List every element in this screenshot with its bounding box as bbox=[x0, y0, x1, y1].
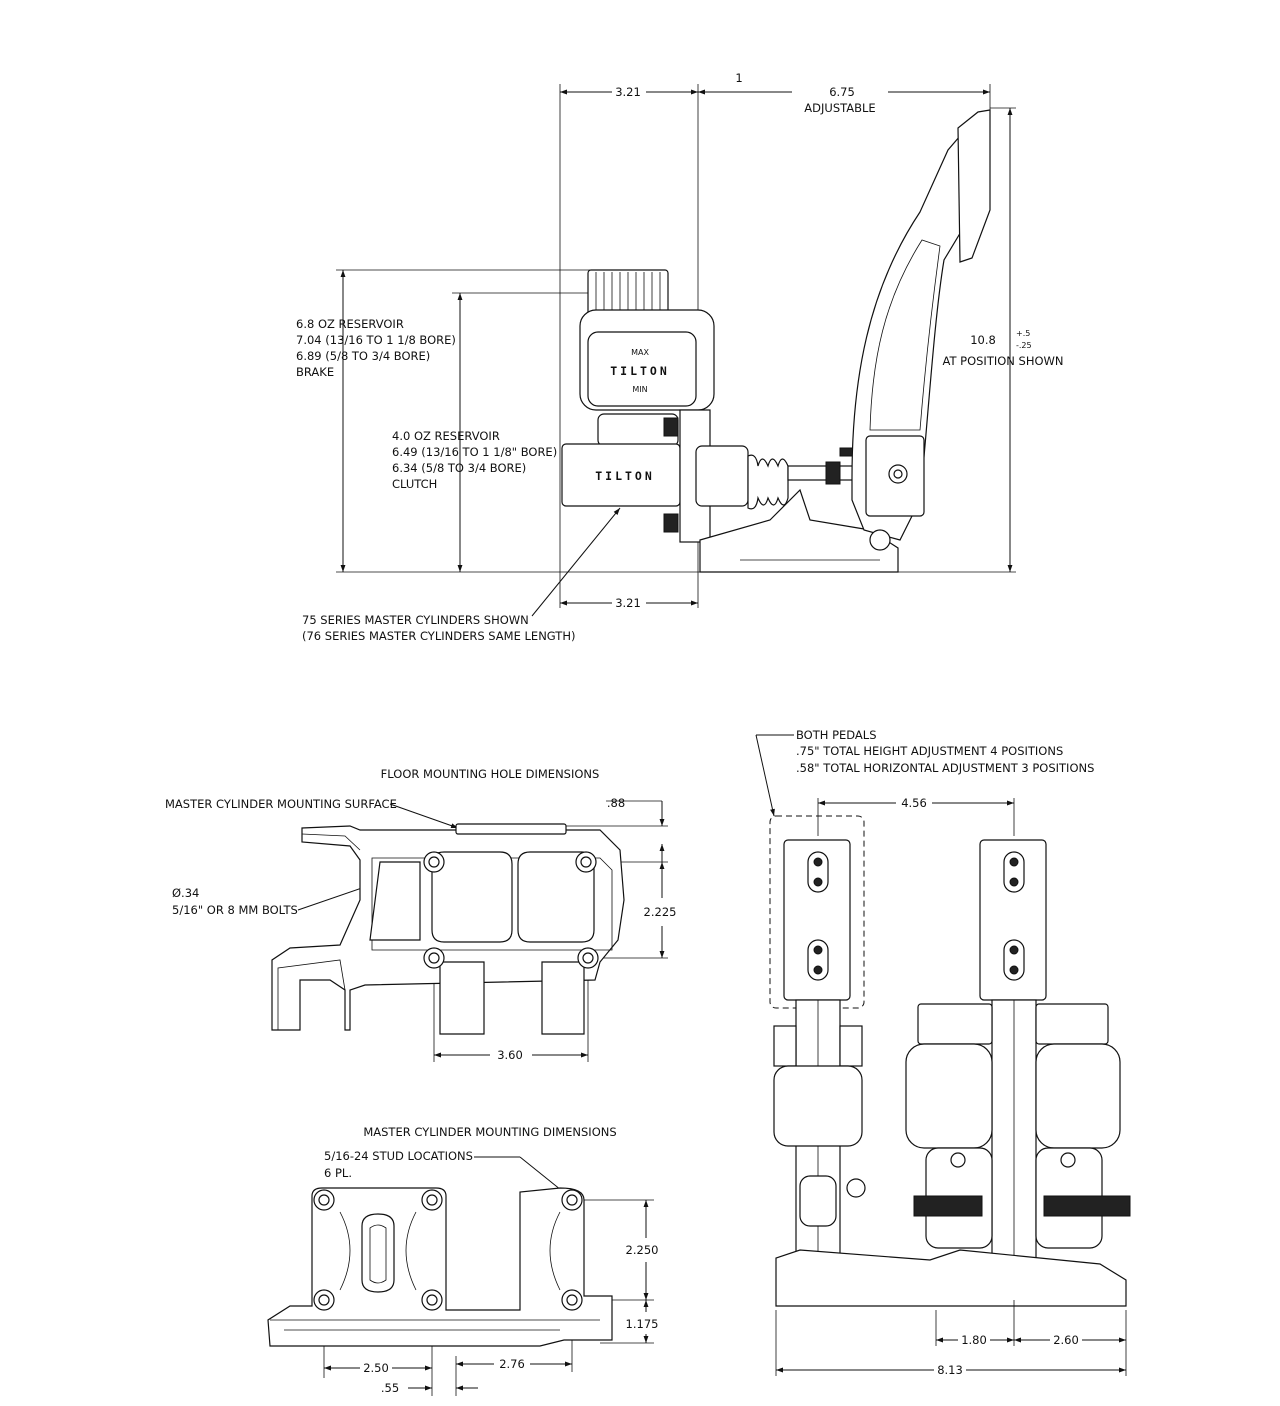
dim-260: 2.60 bbox=[1053, 1333, 1079, 1347]
floor-mounting-view: FLOOR MOUNTING HOLE DIMENSIONS MASTER CY… bbox=[165, 767, 676, 1062]
dim-813: 8.13 bbox=[937, 1363, 963, 1377]
svg-text:.58" TOTAL HORIZONTAL ADJUSTME: .58" TOTAL HORIZONTAL ADJUSTMENT 3 POSIT… bbox=[796, 761, 1094, 775]
dim-side-top-right: 6.75 bbox=[829, 85, 855, 99]
dim-55: .55 bbox=[381, 1381, 399, 1395]
dim-side-top-mid: 1 bbox=[735, 71, 742, 85]
side-view: 3.21 1 6.75 ADJUSTABLE 6.8 OZ RESERVOIR … bbox=[296, 71, 1064, 643]
svg-text:BRAKE: BRAKE bbox=[296, 365, 334, 379]
right-pedal bbox=[979, 839, 1047, 1301]
dim-180: 1.80 bbox=[961, 1333, 987, 1347]
dim-side-height-note: AT POSITION SHOWN bbox=[942, 354, 1063, 368]
dim-side-height: 10.8 bbox=[970, 333, 996, 347]
svg-text:6.89 (5/8 TO 3/4 BORE): 6.89 (5/8 TO 3/4 BORE) bbox=[296, 349, 430, 363]
svg-text:4.0 OZ RESERVOIR: 4.0 OZ RESERVOIR bbox=[392, 429, 500, 443]
dim-88: .88 bbox=[607, 796, 625, 810]
mc-title: MASTER CYLINDER MOUNTING DIMENSIONS bbox=[363, 1125, 616, 1139]
dim-276: 2.76 bbox=[499, 1357, 525, 1371]
stud-label: 5/16-24 STUD LOCATIONS bbox=[324, 1149, 473, 1163]
dim-side-adjustable-note: ADJUSTABLE bbox=[804, 101, 875, 115]
both-pedals-note: BOTH PEDALS .75" TOTAL HEIGHT ADJUSTMENT… bbox=[796, 728, 1094, 775]
hole-diameter: Ø.34 bbox=[172, 886, 199, 900]
tilton-logo-brake: TILTON bbox=[610, 364, 670, 378]
dim-side-bottom: 3.21 bbox=[615, 596, 641, 610]
floor-title: FLOOR MOUNTING HOLE DIMENSIONS bbox=[381, 767, 600, 781]
clutch-reservoir-note: 4.0 OZ RESERVOIR 6.49 (13/16 TO 1 1/8" B… bbox=[392, 429, 557, 491]
pedal-mount-bracket bbox=[663, 409, 863, 543]
front-view: BOTH PEDALS .75" TOTAL HEIGHT ADJUSTMENT… bbox=[755, 728, 1131, 1377]
svg-text:6.8 OZ RESERVOIR: 6.8 OZ RESERVOIR bbox=[296, 317, 404, 331]
svg-text:6.34 (5/8 TO 3/4 BORE): 6.34 (5/8 TO 3/4 BORE) bbox=[392, 461, 526, 475]
dim-456: 4.56 bbox=[901, 796, 927, 810]
svg-text:CLUTCH: CLUTCH bbox=[392, 477, 437, 491]
dim-360: 3.60 bbox=[497, 1048, 523, 1062]
svg-text:.75" TOTAL HEIGHT ADJUSTMENT 4: .75" TOTAL HEIGHT ADJUSTMENT 4 POSITIONS bbox=[796, 744, 1063, 758]
brake-pedal-arm bbox=[851, 109, 991, 551]
tilton-logo-clutch: TILTON bbox=[595, 469, 655, 483]
dim-250: 2.50 bbox=[363, 1361, 389, 1375]
svg-text:(76 SERIES MASTER CYLINDERS SA: (76 SERIES MASTER CYLINDERS SAME LENGTH) bbox=[302, 629, 575, 643]
max-label: MAX bbox=[631, 348, 649, 357]
left-pedal bbox=[773, 839, 866, 1301]
mc-mounting-view: MASTER CYLINDER MOUNTING DIMENSIONS 5/16… bbox=[267, 1125, 659, 1396]
dim-side-top-left: 3.21 bbox=[615, 85, 641, 99]
front-master-cylinders bbox=[905, 1003, 1131, 1249]
min-label: MIN bbox=[632, 385, 647, 394]
dim-2225: 2.225 bbox=[644, 905, 677, 919]
dim-side-height-tol-minus: -.25 bbox=[1016, 341, 1032, 350]
dim-side-height-tol-plus: +.5 bbox=[1016, 329, 1030, 338]
dim-1175: 1.175 bbox=[626, 1317, 659, 1331]
svg-text:75 SERIES MASTER CYLINDERS SHO: 75 SERIES MASTER CYLINDERS SHOWN bbox=[302, 613, 529, 627]
series-note: 75 SERIES MASTER CYLINDERS SHOWN (76 SER… bbox=[302, 613, 575, 643]
brake-reservoir-body: MAX TILTON MIN bbox=[579, 309, 715, 411]
svg-text:7.04 (13/16 TO 1 1/8 BORE): 7.04 (13/16 TO 1 1/8 BORE) bbox=[296, 333, 456, 347]
front-base bbox=[775, 1249, 1127, 1307]
pedal-base bbox=[699, 488, 899, 573]
svg-text:6.49 (13/16 TO 1 1/8" BORE): 6.49 (13/16 TO 1 1/8" BORE) bbox=[392, 445, 557, 459]
dim-2250: 2.250 bbox=[626, 1243, 659, 1257]
clutch-master-cylinder: TILTON bbox=[561, 413, 681, 507]
mc-surface-label: MASTER CYLINDER MOUNTING SURFACE bbox=[165, 797, 397, 811]
brake-reservoir-note: 6.8 OZ RESERVOIR 7.04 (13/16 TO 1 1/8 BO… bbox=[296, 317, 456, 379]
bolt-label: 5/16" OR 8 MM BOLTS bbox=[172, 903, 298, 917]
svg-text:BOTH PEDALS: BOTH PEDALS bbox=[796, 728, 877, 742]
stud-count: 6 PL. bbox=[324, 1166, 352, 1180]
